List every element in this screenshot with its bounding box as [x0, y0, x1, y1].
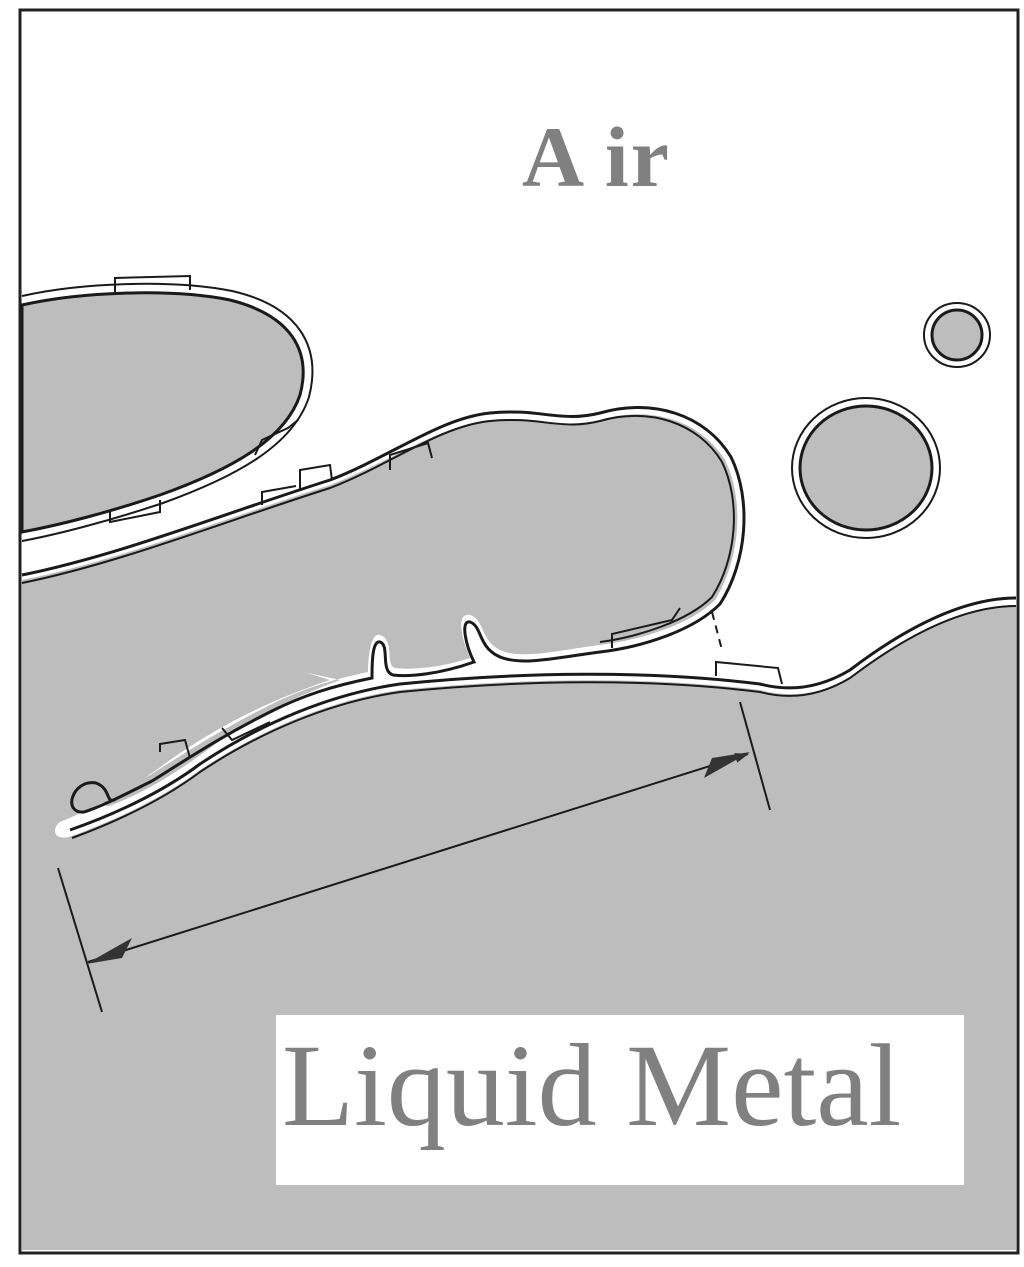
metal-surface-line	[69, 596, 1017, 832]
oxide-plate	[221, 721, 271, 742]
arrowhead-left	[86, 938, 132, 964]
small-circular-droplet	[930, 308, 984, 362]
oxide-plate	[389, 441, 433, 470]
small-circular-droplet-skin	[923, 302, 991, 368]
central-finger-skin	[21, 414, 735, 643]
oxide-plate	[715, 660, 783, 685]
liquid-metal-label-box	[276, 1015, 964, 1185]
oxide-plate	[611, 607, 681, 648]
oxide-plate	[109, 500, 161, 524]
upper-left-droplet	[20, 291, 305, 534]
dimension-arrow	[87, 753, 749, 963]
oxide-plate	[254, 419, 299, 456]
oxide-plate	[261, 485, 297, 505]
large-circular-droplet-skin	[791, 397, 941, 539]
central-metal-finger	[22, 414, 738, 807]
metal-surface-line-inner	[71, 605, 1017, 839]
oxide-plate	[114, 274, 191, 292]
upper-left-droplet-skin	[21, 282, 314, 542]
dimension-extension-right	[739, 701, 771, 811]
liquid-metal-label: Liquid Metal	[282, 1020, 901, 1151]
dimension-extension-left	[57, 867, 103, 1013]
large-circular-droplet	[798, 404, 934, 532]
air-channel-left	[22, 470, 330, 560]
central-finger-outline	[21, 406, 746, 814]
oxide-plate	[299, 463, 333, 490]
air-label: A ir	[522, 109, 671, 205]
arrowhead-right	[704, 752, 750, 778]
oxide-plate	[159, 738, 191, 759]
neck-dashed-line	[711, 611, 723, 651]
